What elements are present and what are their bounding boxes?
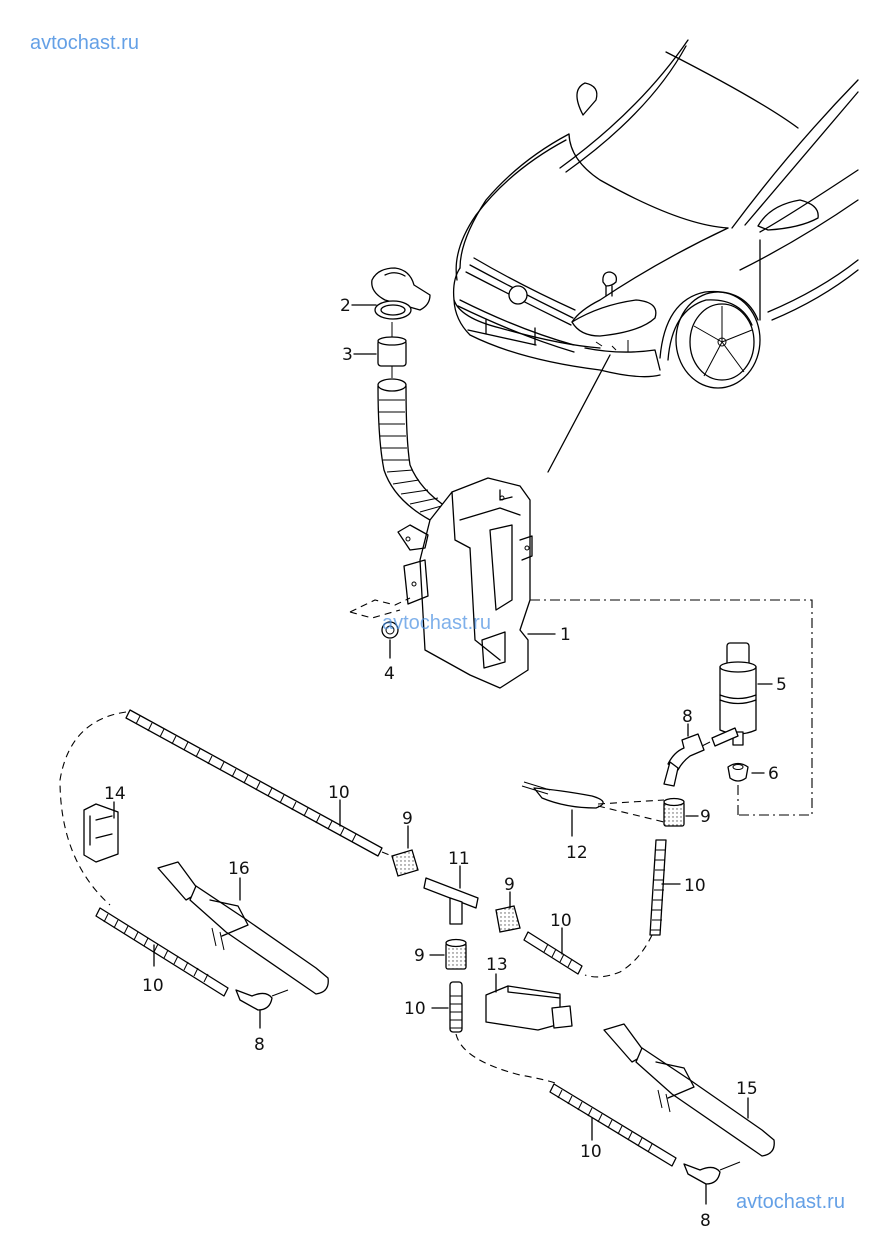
- label-8-right: 8: [700, 1211, 711, 1231]
- filler-neck: [377, 378, 449, 521]
- washer-hose-10-long-top[interactable]: [125, 709, 383, 857]
- angled-connector-8-left[interactable]: [235, 989, 289, 1029]
- hose-sleeve-9-left[interactable]: [381, 825, 419, 877]
- tie-pointer-2: [597, 805, 665, 823]
- label-15: 15: [736, 1079, 758, 1099]
- hose-sleeve-9-mid[interactable]: [495, 891, 521, 933]
- car-illustration: [452, 39, 859, 473]
- label-10-mid: 10: [550, 911, 572, 931]
- washer-hose-10-lower-vertical[interactable]: [431, 981, 559, 1085]
- label-8-left: 8: [254, 1035, 265, 1055]
- label-3: 3: [342, 345, 353, 365]
- hose-10-left-lower[interactable]: [95, 907, 229, 997]
- label-10-top: 10: [328, 783, 350, 803]
- label-6: 6: [768, 764, 779, 784]
- tie-pointer-1: [597, 799, 665, 805]
- label-8-top: 8: [682, 707, 693, 727]
- label-9-mid: 9: [504, 875, 515, 895]
- label-2: 2: [340, 296, 351, 316]
- control-unit-13[interactable]: [485, 973, 573, 1031]
- hose-route-left: [59, 711, 127, 906]
- t-connector-11[interactable]: [423, 865, 479, 925]
- label-14: 14: [104, 784, 126, 804]
- watermark-center: avtochast.ru: [382, 612, 491, 634]
- label-9-right: 9: [700, 807, 711, 827]
- hose-sleeve-9-right[interactable]: [663, 797, 699, 827]
- label-10-left: 10: [142, 976, 164, 996]
- label-11: 11: [448, 849, 470, 869]
- washer-pump-5[interactable]: [711, 642, 773, 747]
- clip-nut-4[interactable]: [349, 597, 411, 659]
- label-13: 13: [486, 955, 508, 975]
- washer-hose-10-right-vertical[interactable]: [584, 839, 681, 978]
- pump-grommet-6[interactable]: [727, 762, 765, 782]
- angled-connector-8-right[interactable]: [683, 1161, 741, 1205]
- hose-10-right-lower[interactable]: [549, 1083, 677, 1167]
- telescopic-nozzle-15-right[interactable]: [603, 1023, 775, 1157]
- filler-cap-2[interactable]: [351, 267, 431, 320]
- hose-clip-14[interactable]: [83, 801, 119, 863]
- label-9-left: 9: [402, 809, 413, 829]
- label-10-right-vertical: 10: [684, 876, 706, 896]
- washer-reservoir-1[interactable]: [397, 477, 556, 689]
- connection-line-reservoir-pump: [530, 599, 813, 816]
- label-12: 12: [566, 843, 588, 863]
- label-10-right-lower: 10: [580, 1142, 602, 1162]
- label-10-lower-vertical: 10: [404, 999, 426, 1019]
- cable-tie-12[interactable]: [521, 781, 604, 837]
- angled-connector-8-top[interactable]: [663, 723, 711, 787]
- watermark-top-left: avtochast.ru: [30, 32, 139, 54]
- watermark-bottom-right: avtochast.ru: [736, 1191, 845, 1213]
- callout-labels: 2 3 4 1 5 6 8 9 12 10 10 9 11 9 10 9 10 …: [104, 296, 787, 1231]
- label-16: 16: [228, 859, 250, 879]
- washer-hose-10-mid[interactable]: [523, 927, 583, 975]
- label-5: 5: [776, 675, 787, 695]
- telescopic-nozzle-16-left[interactable]: [157, 861, 329, 995]
- hose-sleeve-9-lower[interactable]: [429, 938, 467, 970]
- label-1: 1: [560, 625, 571, 645]
- label-9-lower: 9: [414, 946, 425, 966]
- filler-strainer-3[interactable]: [353, 322, 407, 378]
- label-4: 4: [384, 664, 395, 684]
